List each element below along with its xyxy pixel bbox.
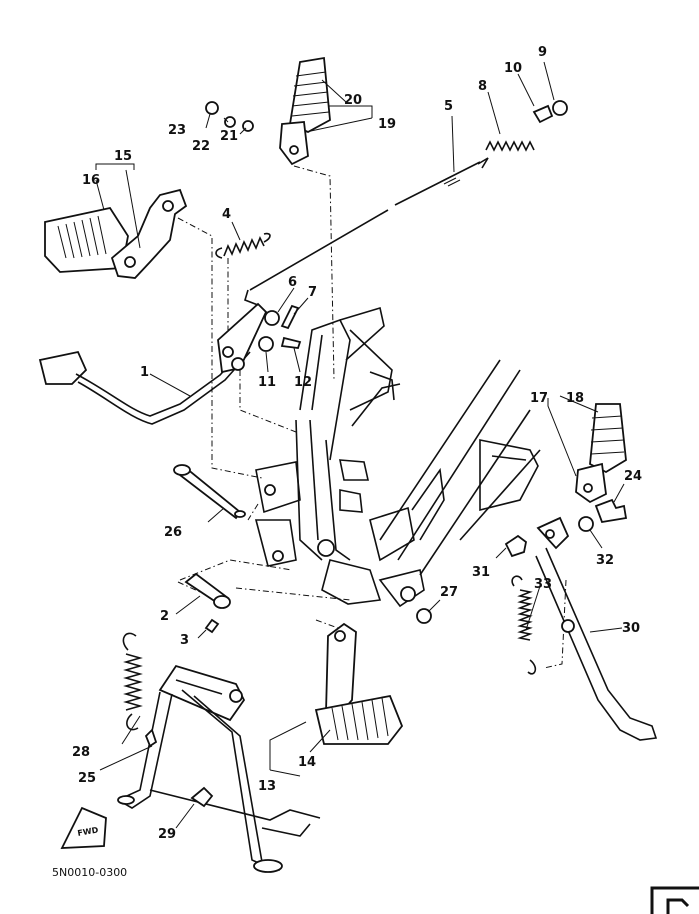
collar-on-sidestand: [561, 619, 575, 633]
callout-31: 31: [472, 565, 490, 580]
nut-32: [578, 516, 594, 532]
sidestand: [535, 516, 658, 741]
rubber-stop: [190, 786, 214, 808]
washer-6: [264, 310, 280, 326]
callout-25: 25: [78, 771, 96, 786]
callout-30: 30: [622, 621, 640, 636]
callout-16: 16: [82, 173, 100, 188]
callout-18: 18: [566, 391, 584, 406]
bolt-12: [280, 336, 302, 349]
diagram-code: 5N0010-0300: [52, 866, 127, 879]
callout-19: 19: [378, 117, 396, 132]
callout-26: 26: [164, 525, 182, 540]
brake-rod: [244, 157, 489, 306]
callout-27: 27: [440, 585, 458, 600]
callout-21: 21: [220, 129, 238, 144]
callout-leaders: [95, 61, 625, 829]
callout-6: 6: [288, 275, 297, 290]
callout-32: 32: [596, 553, 614, 568]
leader-lines: [177, 165, 567, 669]
return-spring: [215, 232, 271, 259]
callout-11: 11: [258, 375, 276, 390]
callout-10: 10: [504, 61, 522, 76]
callout-22: 22: [192, 139, 210, 154]
callout-7: 7: [308, 285, 317, 300]
callout-28: 28: [72, 745, 90, 760]
callout-8: 8: [478, 79, 487, 94]
rear-footrest-right: [575, 403, 627, 504]
nut-11: [258, 336, 274, 352]
callout-13: 13: [258, 779, 276, 794]
callout-labels: 1 2 3 4 5 6 7 8 9 10 11 12 13 14 15 16 1…: [72, 45, 642, 842]
callout-3: 3: [180, 633, 189, 648]
callout-9: 9: [538, 45, 547, 60]
circlip: [416, 608, 432, 624]
bolt-24: [594, 498, 628, 524]
cotter-pin-3: [204, 618, 220, 634]
pin-2: [184, 572, 231, 609]
center-stand: [117, 664, 321, 873]
callout-23: 23: [168, 123, 186, 138]
washer-22: [224, 116, 236, 128]
rear-footrest-right-upper: [279, 56, 331, 166]
callout-14: 14: [298, 755, 316, 770]
fwd-label: FWD: [77, 825, 100, 838]
callout-33: 33: [534, 577, 552, 592]
callout-2: 2: [160, 609, 169, 624]
bolt-31: [504, 534, 527, 558]
callout-29: 29: [158, 827, 176, 842]
callout-1: 1: [140, 365, 149, 380]
forward-arrow-icon: FWD: [60, 806, 107, 849]
callout-20: 20: [344, 93, 362, 108]
callout-12: 12: [294, 375, 312, 390]
brake-pedal: [38, 302, 268, 425]
collar-23: [205, 101, 219, 115]
sidestand-spring: [511, 575, 537, 675]
callout-24: 24: [624, 469, 642, 484]
callout-5: 5: [444, 99, 453, 114]
frame: [254, 306, 541, 608]
rear-footrest-lower: [314, 622, 404, 745]
pivot-shaft: [173, 464, 246, 520]
callout-17: 17: [530, 391, 548, 406]
rear-footrest-left: [44, 188, 188, 279]
pin-7: [280, 304, 300, 330]
brake-spring: [485, 140, 535, 152]
corner-frame-fragment: [650, 886, 699, 914]
stand-spring: [122, 632, 143, 731]
callout-15: 15: [114, 149, 132, 164]
callout-4: 4: [222, 207, 231, 222]
joint-and-pin: [532, 100, 568, 124]
